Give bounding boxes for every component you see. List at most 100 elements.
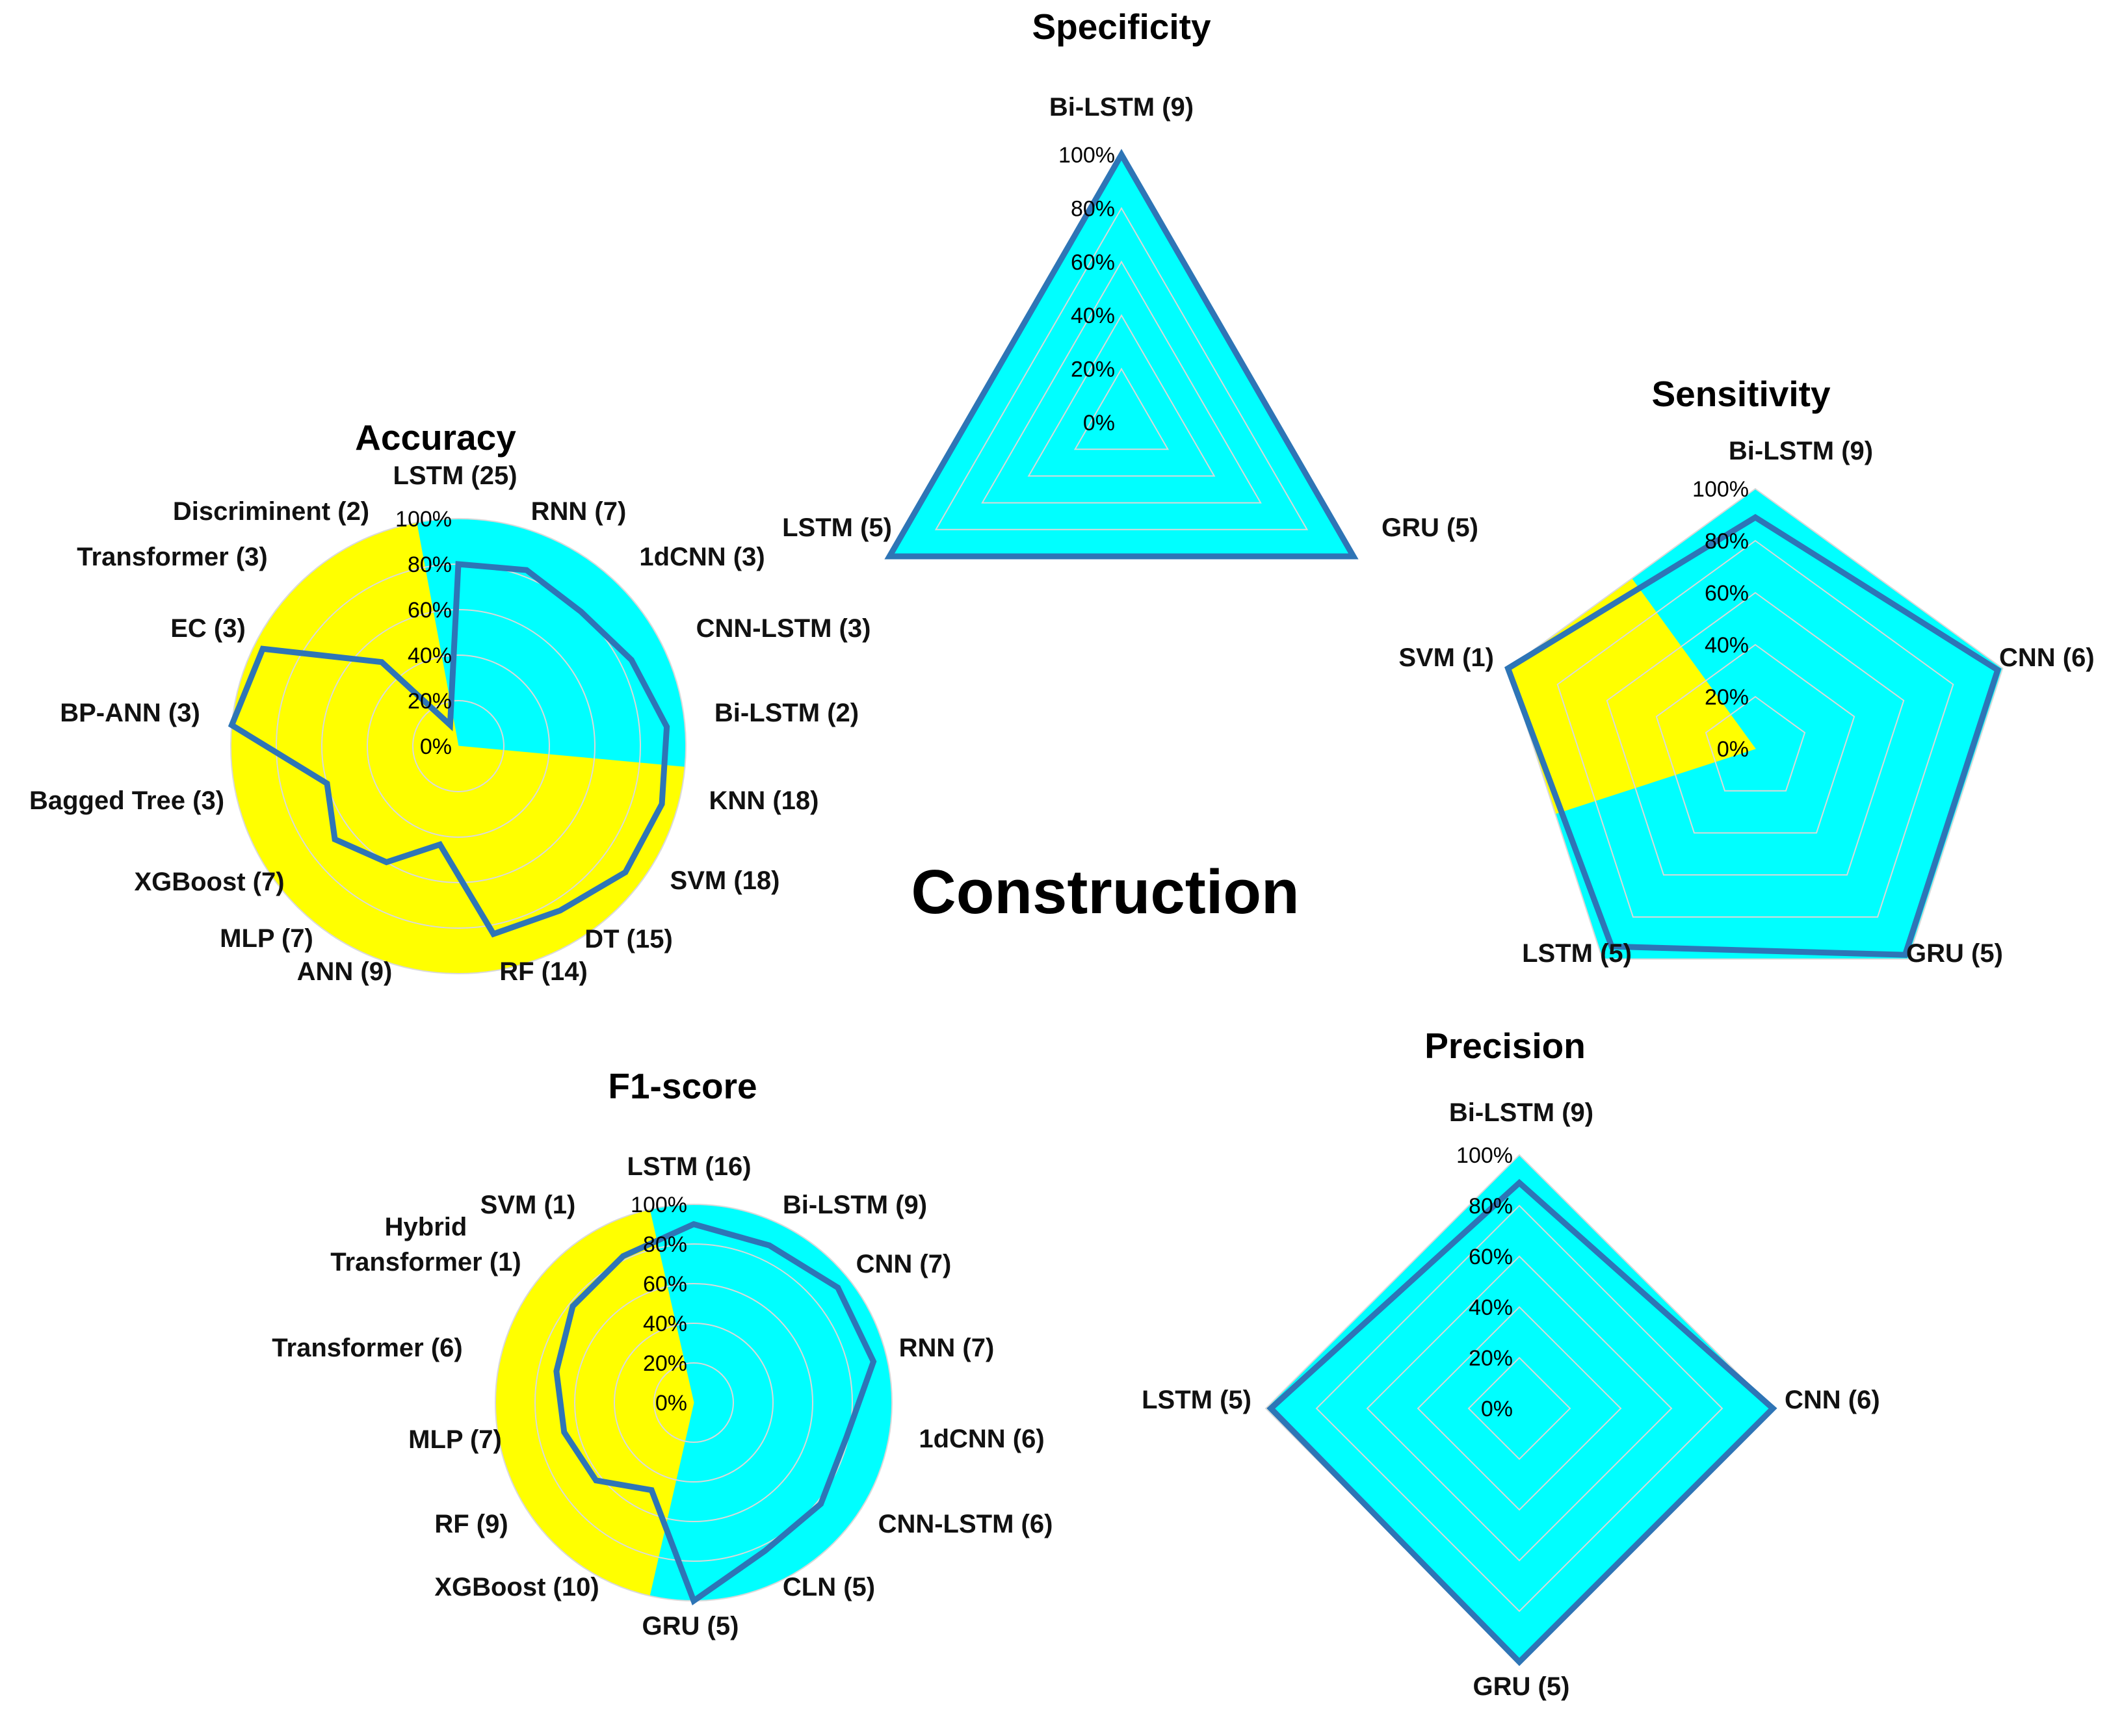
specificity-axis-label-lstm-5: LSTM (5): [782, 513, 892, 542]
accuracy-tick-label: 40%: [408, 643, 452, 668]
specificity-tick-label: 0%: [1083, 411, 1115, 435]
accuracy-axis-label-1dcnn-3: 1dCNN (3): [639, 543, 765, 571]
specificity-grid-ring: [1073, 367, 1170, 450]
precision-tick-label: 40%: [1469, 1295, 1513, 1320]
sensitivity-grid-ring: [1606, 591, 1905, 876]
accuracy-axis-label-lstm-25: LSTM (25): [393, 461, 517, 490]
accuracy-axis-label-bi-lstm-2: Bi-LSTM (2): [714, 699, 859, 727]
sensitivity-chart-title: Sensitivity: [1651, 374, 1831, 414]
f1score-axis-label-rf-9: RF (9): [434, 1510, 508, 1538]
specificity-tick-label: 100%: [1058, 143, 1115, 168]
accuracy-tick-label: 0%: [420, 734, 452, 759]
f1score-axis-label-cnn-7: CNN (7): [856, 1250, 952, 1278]
f1score-axis-label-1dcnn-6: 1dCNN (6): [919, 1425, 1044, 1453]
accuracy-axis-label-knn-18: KNN (18): [709, 786, 819, 815]
accuracy-axis-label-cnn-lstm-3: CNN-LSTM (3): [696, 614, 871, 643]
accuracy-axis-label-bp-ann-3: BP-ANN (3): [60, 699, 200, 727]
accuracy-series-line: [228, 561, 670, 938]
f1score-tick-label: 60%: [643, 1272, 687, 1297]
f1score-series-line: [553, 1221, 877, 1605]
f1score-grid-ring: [653, 1362, 734, 1443]
precision-tick-label: 20%: [1469, 1346, 1513, 1371]
precision-grid-ring: [1467, 1356, 1571, 1460]
accuracy-tick-label: 20%: [408, 689, 452, 714]
specificity-series-line: [884, 149, 1359, 560]
accuracy-grid-ring: [412, 700, 504, 792]
sensitivity-grid-ring: [1655, 643, 1855, 834]
f1score-tick-label: 0%: [655, 1391, 687, 1416]
precision-chart-title: Precision: [1424, 1026, 1586, 1066]
sensitivity-tick-label: 80%: [1705, 529, 1749, 554]
accuracy-axis-label-svm-18: SVM (18): [670, 866, 780, 895]
accuracy-axis-label-rf-14: RF (14): [499, 957, 588, 986]
accuracy-chart-title: Accuracy: [355, 417, 516, 458]
specificity-tick-label: 60%: [1071, 250, 1115, 275]
f1score-axis-label-cnn-lstm-6: CNN-LSTM (6): [878, 1510, 1053, 1538]
f1score-tick-label: 20%: [643, 1351, 687, 1376]
sensitivity-tick-label: 40%: [1705, 633, 1749, 658]
precision-axis-label-lstm-5: LSTM (5): [1142, 1386, 1251, 1414]
accuracy-tick-label: 100%: [395, 507, 452, 532]
precision-grid-ring: [1315, 1204, 1723, 1613]
specificity-axis-label-gru-5: GRU (5): [1382, 513, 1478, 542]
accuracy-axis-label-discriminent-2: Discriminent (2): [173, 497, 369, 526]
precision-tick-label: 0%: [1481, 1397, 1513, 1421]
precision-tick-label: 60%: [1469, 1245, 1513, 1269]
f1score-axis-label-bi-lstm-9: Bi-LSTM (9): [783, 1191, 927, 1219]
accuracy-axis-label-ann-9: ANN (9): [297, 957, 393, 986]
precision-axis-label-gru-5: GRU (5): [1473, 1672, 1570, 1701]
accuracy-radar-chart: Accuracy 0% 20% 40% 60% 80% 100% LSTM (25) RNN (…: [29, 417, 871, 986]
f1score-grid-ring: [574, 1283, 813, 1522]
f1score-axis-label-rnn-7: RNN (7): [899, 1334, 995, 1362]
accuracy-grid-ring: [367, 654, 550, 838]
precision-tick-label: 100%: [1456, 1143, 1513, 1168]
specificity-grid-ring: [934, 207, 1309, 530]
f1score-tick-label: 80%: [643, 1232, 687, 1257]
f1score-axis-label-svm-1: SVM (1): [480, 1191, 576, 1219]
specificity-chart-title: Specificity: [1032, 6, 1211, 47]
accuracy-grid-ring: [230, 518, 687, 974]
accuracy-tick-label: 60%: [408, 598, 452, 623]
precision-axis-label-bi-lstm-9: Bi-LSTM (9): [1449, 1098, 1593, 1127]
specificity-tick-label: 80%: [1071, 196, 1115, 221]
precision-grid-ring: [1366, 1255, 1673, 1562]
sensitivity-axis-label-cnn-6: CNN (6): [1999, 643, 2095, 672]
sensitivity-grid-ring: [1705, 695, 1806, 792]
specificity-axis-label-bi-lstm-9: Bi-LSTM (9): [1049, 93, 1194, 122]
sensitivity-axis-label-lstm-5: LSTM (5): [1522, 939, 1632, 968]
f1score-axis-label-transformer-6: Transformer (6): [272, 1334, 462, 1362]
f1score-axis-label-xgboost-10: XGBoost (10): [434, 1573, 599, 1601]
specificity-grid-ring: [1027, 314, 1216, 477]
precision-axis-label-cnn-6: CNN (6): [1785, 1386, 1880, 1414]
sensitivity-axis-label-gru-5: GRU (5): [1906, 939, 2003, 968]
f1score-axis-label-lstm-16: LSTM (16): [627, 1152, 751, 1181]
f1score-tick-label: 100%: [631, 1193, 687, 1217]
f1score-axis-label-cln-5: CLN (5): [783, 1573, 875, 1601]
sensitivity-axis-label-svm-1: SVM (1): [1398, 643, 1494, 672]
specificity-tick-label: 40%: [1071, 304, 1115, 328]
accuracy-tick-label: 80%: [408, 552, 452, 577]
f1score-grid-ring: [614, 1323, 774, 1483]
sensitivity-axis-label-bi-lstm-9: Bi-LSTM (9): [1729, 437, 1873, 465]
accuracy-axis-label-transformer-3: Transformer (3): [77, 543, 267, 571]
sensitivity-grid-ring: [1507, 487, 2004, 960]
precision-grid-ring: [1417, 1306, 1622, 1511]
f1score-grid-ring: [534, 1243, 853, 1562]
charts-layer: Accuracy 0% 20% 40% 60% 80% 100% LSTM (25) RNN (…: [29, 6, 2095, 1701]
f1score-chart-title: F1-score: [608, 1066, 757, 1106]
sensitivity-tick-label: 60%: [1705, 581, 1749, 606]
f1score-tick-label: 40%: [643, 1312, 687, 1336]
accuracy-axis-label-rnn-7: RNN (7): [531, 497, 627, 526]
accuracy-axis-label-ec-3: EC (3): [170, 614, 246, 643]
f1score-axis-label-gru-5: GRU (5): [642, 1612, 739, 1640]
accuracy-axis-label-bagged-tree-3: Bagged Tree (3): [29, 786, 224, 815]
sensitivity-tick-label: 20%: [1705, 685, 1749, 710]
f1score-radar-chart: F1-score 0% 20% 40% 60% 80% 100% LSTM (16) Bi-LS…: [272, 1066, 1053, 1640]
f1score-axis-label-mlp-7: MLP (7): [408, 1425, 502, 1454]
accuracy-axis-label-mlp-7: MLP (7): [220, 924, 313, 953]
